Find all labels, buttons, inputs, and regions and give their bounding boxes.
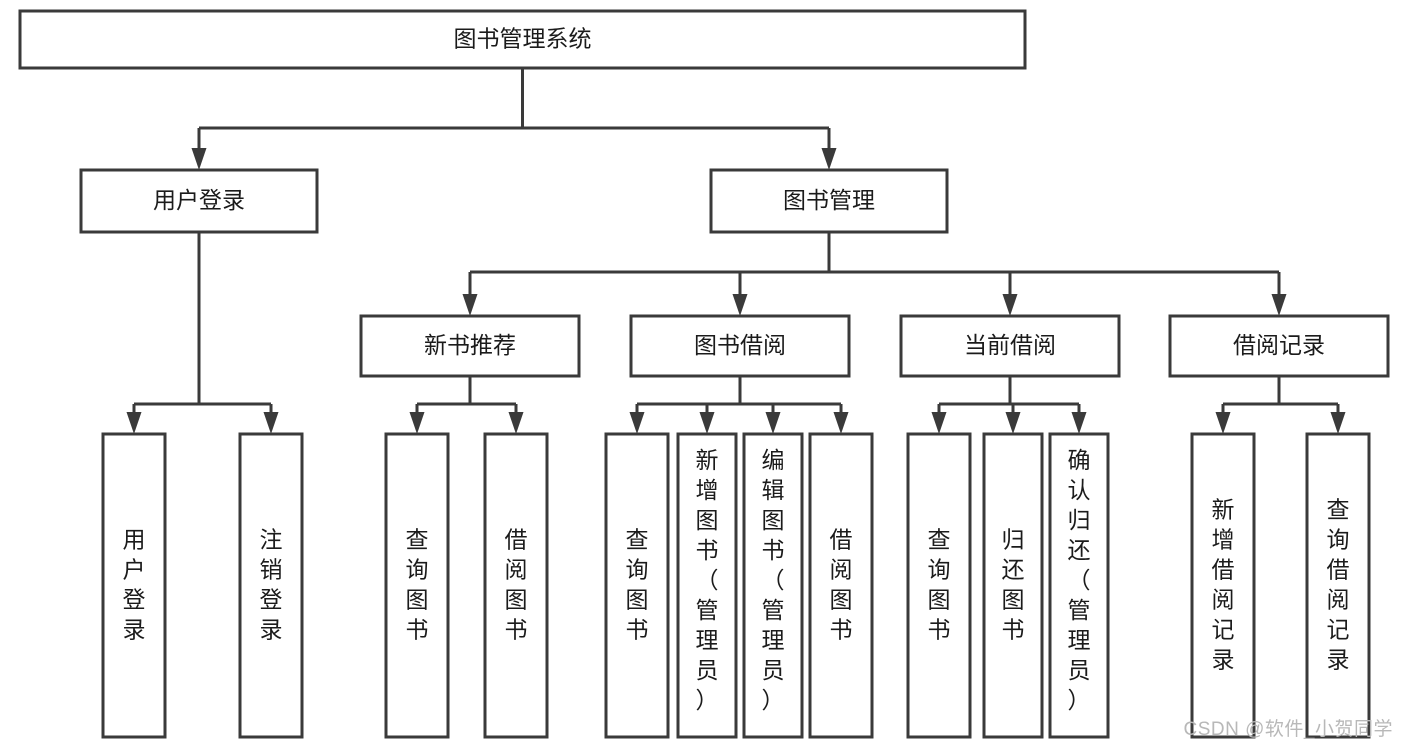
arrow-head-icon: [1005, 412, 1021, 434]
node-root[interactable]: 图书管理系统: [18, 9, 1027, 70]
node-l_edit_book[interactable]: 编辑图书（管理员）: [742, 432, 804, 739]
node-box[interactable]: [982, 432, 1044, 739]
arrow-head-icon: [126, 412, 142, 434]
node-box[interactable]: [604, 432, 670, 739]
node-box[interactable]: [238, 432, 304, 739]
node-layer: 图书管理系统用户登录图书管理新书推荐图书借阅当前借阅借阅记录用户登录注销登录查询…: [18, 9, 1390, 739]
node-box[interactable]: [899, 314, 1121, 378]
edge-group-root: [191, 68, 837, 170]
arrow-head-icon: [462, 294, 478, 316]
arrow-head-icon: [1071, 412, 1087, 434]
arrow-head-icon: [629, 412, 645, 434]
watermark-label: CSDN @软件_小贺同学: [1183, 719, 1393, 740]
arrow-head-icon: [263, 412, 279, 434]
arrow-head-icon: [699, 412, 715, 434]
node-label: 查询借阅记录: [1327, 497, 1350, 673]
edge-group-n_book_borrow: [629, 376, 849, 434]
node-n_book_borrow[interactable]: 图书借阅: [629, 314, 851, 378]
node-n_book_mgmt[interactable]: 图书管理: [709, 168, 949, 234]
node-label: 新增图书（管理员）: [696, 447, 719, 713]
node-l_return_book[interactable]: 归还图书: [982, 432, 1044, 739]
node-label: 确认归还（管理员）: [1068, 447, 1091, 713]
arrow-head-icon: [821, 148, 837, 170]
node-l_borrow_book_2[interactable]: 借阅图书: [808, 432, 874, 739]
arrow-head-icon: [1271, 294, 1287, 316]
arrow-head-icon: [732, 294, 748, 316]
edge-group-n_user_login: [126, 232, 279, 434]
node-box[interactable]: [483, 432, 549, 739]
node-n_new_book_rec[interactable]: 新书推荐: [359, 314, 581, 378]
arrow-head-icon: [931, 412, 947, 434]
node-box[interactable]: [1305, 432, 1371, 739]
node-l_add_record[interactable]: 新增借阅记录: [1190, 432, 1256, 739]
node-label: 新增借阅记录: [1212, 497, 1235, 673]
node-l_add_book[interactable]: 新增图书（管理员）: [676, 432, 738, 739]
node-box[interactable]: [79, 168, 319, 234]
node-box[interactable]: [1190, 432, 1256, 739]
node-box[interactable]: [18, 9, 1027, 70]
node-l_query_book_1[interactable]: 查询图书: [384, 432, 450, 739]
edge-group-n_borrow_record: [1215, 376, 1346, 434]
node-l_user_logout[interactable]: 注销登录: [238, 432, 304, 739]
edge-group-n_new_book_rec: [409, 376, 524, 434]
node-label: 当前借阅: [964, 332, 1056, 358]
arrow-head-icon: [833, 412, 849, 434]
node-label: 查询图书: [626, 527, 649, 643]
node-label: 图书管理: [783, 187, 875, 213]
node-box[interactable]: [384, 432, 450, 739]
node-n_borrow_record[interactable]: 借阅记录: [1168, 314, 1390, 378]
node-label: 编辑图书（管理员）: [762, 447, 785, 713]
arrow-head-icon: [191, 148, 207, 170]
node-box[interactable]: [101, 432, 167, 739]
node-label: 归还图书: [1002, 527, 1025, 643]
node-box[interactable]: [1168, 314, 1390, 378]
node-l_query_book_2[interactable]: 查询图书: [604, 432, 670, 739]
node-box[interactable]: [359, 314, 581, 378]
node-label: 查询图书: [928, 527, 951, 643]
node-label: 用户登录: [123, 527, 146, 643]
arrow-head-icon: [765, 412, 781, 434]
node-box[interactable]: [1048, 432, 1110, 739]
node-box[interactable]: [742, 432, 804, 739]
node-label: 借阅图书: [830, 527, 853, 643]
arrow-head-icon: [508, 412, 524, 434]
node-label: 图书管理系统: [454, 26, 592, 52]
node-box[interactable]: [709, 168, 949, 234]
node-label: 图书借阅: [694, 332, 786, 358]
edge-group-n_book_mgmt: [462, 232, 1287, 316]
node-label: 查询图书: [406, 527, 429, 643]
node-n_user_login[interactable]: 用户登录: [79, 168, 319, 234]
node-label: 借阅记录: [1233, 332, 1325, 358]
node-l_query_book_3[interactable]: 查询图书: [906, 432, 972, 739]
edge-layer: [126, 68, 1346, 434]
node-label: 新书推荐: [424, 332, 516, 358]
node-l_query_record[interactable]: 查询借阅记录: [1305, 432, 1371, 739]
node-box[interactable]: [906, 432, 972, 739]
node-n_current_borrow[interactable]: 当前借阅: [899, 314, 1121, 378]
arrow-head-icon: [1330, 412, 1346, 434]
node-l_user_login[interactable]: 用户登录: [101, 432, 167, 739]
node-l_borrow_book_1[interactable]: 借阅图书: [483, 432, 549, 739]
node-label: 注销登录: [260, 527, 283, 643]
node-box[interactable]: [629, 314, 851, 378]
arrow-head-icon: [1002, 294, 1018, 316]
node-box[interactable]: [808, 432, 874, 739]
node-label: 借阅图书: [505, 527, 528, 643]
arrow-head-icon: [1215, 412, 1231, 434]
node-box[interactable]: [676, 432, 738, 739]
arrow-head-icon: [409, 412, 425, 434]
edge-group-n_current_borrow: [931, 376, 1087, 434]
node-l_confirm_return[interactable]: 确认归还（管理员）: [1048, 432, 1110, 739]
node-label: 用户登录: [153, 187, 245, 213]
